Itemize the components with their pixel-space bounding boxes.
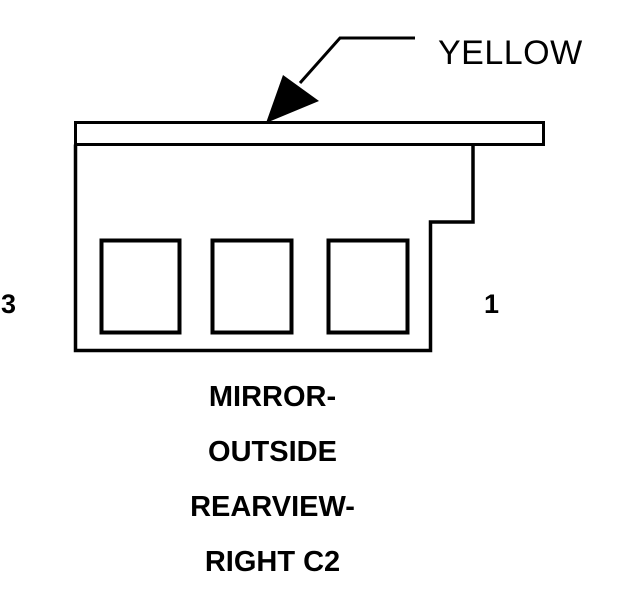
pin-number-right: 1 [484, 289, 500, 319]
leader-arrowhead [266, 75, 319, 123]
connector-body [73, 144, 475, 353]
connector-name-line-1: MIRROR- [208, 381, 337, 413]
leader-line [298, 36, 415, 84]
connector-name-line-4: RIGHT C2 [204, 546, 341, 578]
connector-name-line-3: REARVIEW- [190, 491, 355, 523]
connector-top-bar [74, 121, 545, 146]
terminal-cavity [99, 238, 182, 335]
pin-number-left: 3 [1, 289, 17, 319]
connector-name-line-2: OUTSIDE [208, 436, 337, 468]
terminal-cavity [210, 238, 294, 335]
wire-color-label: YELLOW [438, 34, 583, 72]
terminal-cavity [326, 238, 410, 335]
